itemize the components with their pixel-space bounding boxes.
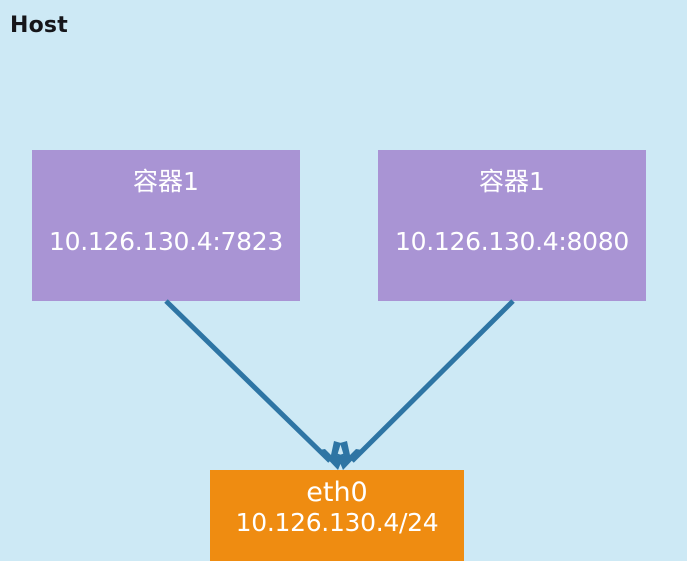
container-box-2[interactable]: 容器1 10.126.130.4:8080: [378, 150, 646, 301]
eth0-interface-box[interactable]: eth0 10.126.130.4/24: [210, 470, 464, 561]
container-address: 10.126.130.4:7823: [49, 226, 283, 256]
host-label: Host: [10, 13, 68, 38]
container-title: 容器1: [479, 167, 545, 196]
arrow-line-left: [164, 299, 332, 463]
container-box-1[interactable]: 容器1 10.126.130.4:7823: [32, 150, 300, 301]
arrowhead-left: [319, 441, 345, 470]
arrow-container1-to-eth0: [164, 299, 345, 470]
arrow-container2-to-eth0: [336, 299, 515, 470]
arrowhead-right: [336, 441, 362, 470]
container-address: 10.126.130.4:8080: [395, 226, 629, 256]
arrow-line-right: [350, 299, 515, 463]
eth0-address: 10.126.130.4/24: [235, 508, 439, 538]
container-title: 容器1: [133, 167, 199, 196]
eth0-name: eth0: [306, 477, 368, 508]
